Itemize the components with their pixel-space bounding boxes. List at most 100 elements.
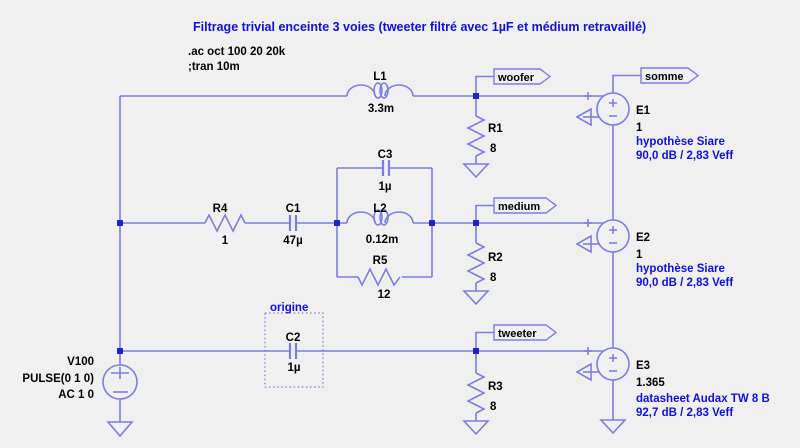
component-value[interactable]: 1 <box>636 122 643 134</box>
net-label[interactable]: medium <box>498 201 540 213</box>
origine-label[interactable]: origine <box>270 302 308 314</box>
schematic-title[interactable]: Filtrage trivial enceinte 3 voies (tweet… <box>193 20 646 34</box>
zigzag <box>204 213 246 233</box>
junction-dot <box>473 348 479 354</box>
control-plus-glyph <box>584 92 592 100</box>
component-name[interactable]: R5 <box>373 255 388 267</box>
coil-loop <box>379 209 389 226</box>
component-name[interactable]: C1 <box>286 203 301 215</box>
source-circle <box>596 219 630 253</box>
zigzag <box>466 242 486 284</box>
component-value[interactable]: 0.12m <box>366 234 399 246</box>
component-name[interactable]: C2 <box>286 332 301 344</box>
net-flag-tweeter[interactable]: tweeter <box>475 324 558 351</box>
junction-dot <box>117 220 123 226</box>
resistor-R1[interactable]: R1 8 <box>466 115 503 157</box>
junction-dot <box>429 220 435 226</box>
component-value[interactable]: 1 <box>636 249 643 261</box>
net-flag-somme[interactable]: somme <box>612 67 700 93</box>
zigzag <box>466 372 486 414</box>
comment-e1-line1[interactable]: hypothèse Siare <box>636 136 725 148</box>
origine-highlight-box <box>264 312 324 388</box>
component-value[interactable]: 1 <box>222 235 229 247</box>
component-value[interactable]: 12 <box>378 289 391 301</box>
component-name[interactable]: R1 <box>488 123 503 135</box>
component-name[interactable]: V100 <box>67 356 94 368</box>
net-flag-woofer[interactable]: woofer <box>475 68 552 96</box>
comment-e1-line2[interactable]: 90,0 dB / 2,83 Veff <box>636 150 733 162</box>
component-value[interactable]: 1µ <box>378 181 391 193</box>
resistor-R5[interactable]: R5 12 <box>357 255 401 301</box>
dependent-source-E1[interactable]: E1 1 <box>575 92 651 134</box>
component-name[interactable]: E1 <box>636 105 651 117</box>
comment-e3-line1[interactable]: datasheet Audax TW 8 B <box>636 393 770 405</box>
comment-e2-line1[interactable]: hypothèse Siare <box>636 263 725 275</box>
voltage-source-V100[interactable]: V100 PULSE(0 1 0) AC 1 0 <box>22 356 138 401</box>
component-value[interactable]: AC 1 0 <box>58 389 94 401</box>
component-name[interactable]: E2 <box>636 232 650 244</box>
component-value[interactable]: 8 <box>490 401 497 413</box>
component-name[interactable]: R4 <box>213 203 228 215</box>
component-name[interactable]: R2 <box>488 252 503 264</box>
component-value[interactable]: 8 <box>490 143 497 155</box>
dependent-source-E3[interactable]: E3 1.365 <box>575 347 665 389</box>
net-label[interactable]: somme <box>645 71 684 83</box>
rotated-ground-icon <box>575 362 592 382</box>
zigzag <box>357 267 401 287</box>
junction-dot <box>334 220 340 226</box>
ground-symbol-r2[interactable] <box>462 290 490 306</box>
ground-symbol-e3[interactable] <box>599 419 627 435</box>
component-name[interactable]: R3 <box>488 381 503 393</box>
flag-outline <box>640 67 700 84</box>
directive-tran[interactable]: ;tran 10m <box>188 61 240 73</box>
rotated-ground-icon <box>575 234 592 254</box>
directive-ac[interactable]: .ac oct 100 20 20k <box>188 46 286 58</box>
flag-anchor <box>475 331 494 351</box>
ground-symbol-r3[interactable] <box>462 420 490 436</box>
junction-dot <box>473 220 479 226</box>
control-plus-glyph <box>584 347 592 355</box>
flag-outline <box>493 324 558 341</box>
flag-outline <box>493 68 552 85</box>
component-name[interactable]: C3 <box>378 149 393 161</box>
flag-anchor <box>475 204 494 223</box>
net-flag-medium[interactable]: medium <box>475 197 558 223</box>
plates <box>288 343 298 359</box>
component-name[interactable]: L2 <box>373 203 386 215</box>
dependent-source-E2[interactable]: E2 1 <box>575 219 650 261</box>
capacitor-C3[interactable]: C3 1µ <box>378 149 393 193</box>
flag-outline <box>493 197 558 214</box>
junction-dot <box>473 93 479 99</box>
ground-symbol-r1[interactable] <box>462 163 490 179</box>
ground-symbol-v100[interactable] <box>106 421 134 438</box>
net-label[interactable]: tweeter <box>498 328 537 340</box>
component-value[interactable]: 3.3m <box>368 103 394 115</box>
comment-e3-line2[interactable]: 92,7 dB / 2,83 Veff <box>636 407 733 419</box>
junction-dot <box>117 348 123 354</box>
component-name[interactable]: L1 <box>373 71 387 83</box>
component-value[interactable]: 1.365 <box>636 377 665 389</box>
inner-plus-glyph <box>609 99 617 107</box>
component-value[interactable]: PULSE(0 1 0) <box>22 373 94 385</box>
resistor-R3[interactable]: R3 8 <box>466 372 503 414</box>
comment-e2-line2[interactable]: 90,0 dB / 2,83 Veff <box>636 277 733 289</box>
flag-anchor <box>475 75 494 96</box>
coil-loop <box>373 209 383 226</box>
component-value[interactable]: 47µ <box>283 235 302 247</box>
component-value[interactable]: 8 <box>490 272 497 284</box>
resistor-R2[interactable]: R2 8 <box>466 242 503 284</box>
capacitor-C1[interactable]: C1 47µ <box>283 203 302 247</box>
inductor-L1[interactable]: L1 3.3m <box>346 71 414 115</box>
resistor-R4[interactable]: R4 1 <box>204 203 246 247</box>
source-circle <box>596 92 630 126</box>
net-label[interactable]: woofer <box>497 72 535 84</box>
inner-plus-glyph <box>609 354 617 362</box>
component-name[interactable]: E3 <box>636 360 650 372</box>
inductor-L2[interactable]: L2 0.12m <box>346 203 414 246</box>
coil-loop <box>379 82 389 99</box>
capacitor-C2[interactable]: C2 1µ <box>286 332 301 374</box>
rotated-ground-icon <box>575 107 592 127</box>
component-value[interactable]: 1µ <box>287 362 300 374</box>
control-plus-glyph <box>584 219 592 227</box>
